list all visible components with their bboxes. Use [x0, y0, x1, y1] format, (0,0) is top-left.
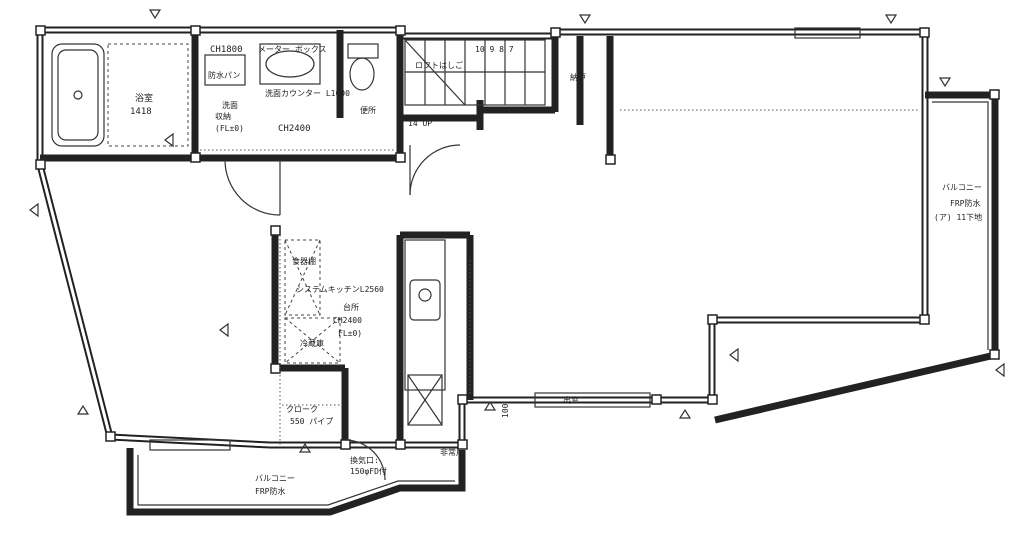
label-bath: 浴室 [135, 92, 153, 104]
label-up: 14 UP [408, 119, 432, 128]
washbasin [259, 43, 321, 85]
label-toilet: 便所 [360, 105, 376, 115]
label-balcony-right: バルコニー [942, 183, 982, 192]
label-ch2400-a: CH2400 [278, 124, 311, 134]
label-fl0-a: (FL±0) [215, 124, 244, 133]
columns [35, 25, 1000, 450]
label-stair-numbers: 10 9 8 7 [475, 45, 514, 54]
toilet [347, 43, 379, 91]
balcony-right [714, 91, 999, 424]
label-meter-box: メーター ボックス [258, 45, 327, 54]
label-kitchen: 台所 [343, 302, 359, 312]
label-door-100: 100 [501, 403, 510, 418]
exterior-walls [36, 26, 929, 449]
label-frp-note: (ア) 11下地 [934, 212, 982, 222]
label-closet: 納戸 [570, 72, 586, 82]
ceiling-lines [200, 109, 920, 445]
label-ch2400-b: CH2400 [333, 316, 362, 325]
direction-markers [29, 9, 1005, 453]
dish-rack [284, 239, 321, 316]
label-frp-right: FRP防水 [950, 198, 980, 208]
label-ch1800: CH1800 [210, 45, 243, 55]
label-waterproof-pan: 防水パン [208, 70, 240, 80]
label-loft-ladder: ロフトはしご [415, 60, 463, 70]
label-pipe-note: 550 パイプ [290, 417, 333, 426]
staircase [404, 39, 546, 106]
interior-walls [40, 30, 614, 445]
label-vent-size: 150φFD付 [350, 466, 387, 476]
label-vent: 換気口: [350, 455, 379, 465]
label-fl0-b: FL±0) [338, 329, 362, 338]
label-wash-room: 洗面 [222, 100, 238, 110]
label-dish-rack: 食器棚 [292, 256, 316, 266]
fridge [284, 317, 341, 364]
bath-floor [107, 43, 189, 147]
label-fridge: 冷蔵庫 [300, 338, 324, 348]
label-closet-b: クローク [286, 405, 318, 414]
label-bath-size: 1418 [130, 107, 152, 117]
washer-pan [204, 54, 246, 86]
bathtub [51, 43, 105, 147]
label-window: 出窓 [563, 395, 579, 405]
label-frp-bottom: FRP防水 [255, 486, 285, 496]
balcony-bottom [126, 448, 466, 516]
door-swings [224, 144, 461, 481]
label-fire-note: 非常用 [440, 447, 464, 457]
room-labels: CH1800 メーター ボックス 防水パン 洗面カウンター L1000 浴室 1… [130, 45, 982, 496]
kitchen-counter [404, 239, 446, 426]
label-system-kitchen: システムキッチンL2560 [296, 285, 384, 294]
label-washbasin-counter: 洗面カウンター L1000 [265, 88, 350, 98]
label-balcony-bottom: バルコニー [255, 474, 295, 483]
label-ceiling-storage: 収納 [215, 111, 231, 121]
windows [149, 27, 861, 451]
